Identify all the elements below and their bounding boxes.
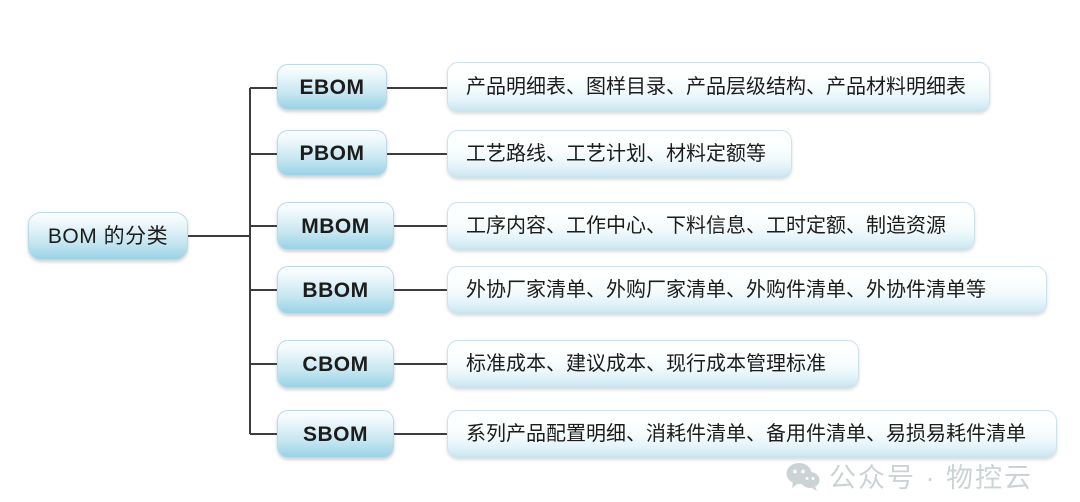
branch-node-label: MBOM <box>301 214 370 238</box>
branch-node-label: EBOM <box>299 75 365 99</box>
detail-node-label: 标准成本、建议成本、现行成本管理标准 <box>466 353 826 375</box>
root-node-bom-classification[interactable]: BOM 的分类 <box>28 212 188 260</box>
watermark: 公众号 · 物控云 <box>786 456 1033 495</box>
branch-node-ebom[interactable]: EBOM <box>277 64 387 110</box>
branch-node-mbom[interactable]: MBOM <box>277 202 394 250</box>
branch-node-label: CBOM <box>302 352 369 376</box>
branch-node-cbom[interactable]: CBOM <box>277 340 394 388</box>
detail-node-ebom[interactable]: 产品明细表、图样目录、产品层级结构、产品材料明细表 <box>447 62 990 112</box>
watermark-text: 公众号 · 物控云 <box>829 463 1033 493</box>
root-node-label: BOM 的分类 <box>47 224 169 248</box>
detail-node-mbom[interactable]: 工序内容、工作中心、下料信息、工时定额、制造资源 <box>447 202 975 250</box>
detail-node-label: 外协厂家清单、外购厂家清单、外购件清单、外协件清单等 <box>466 279 986 301</box>
detail-node-cbom[interactable]: 标准成本、建议成本、现行成本管理标准 <box>447 340 859 388</box>
branch-node-bbom[interactable]: BBOM <box>277 266 394 314</box>
detail-node-label: 系列产品配置明细、消耗件清单、备用件清单、易损易耗件清单 <box>466 423 1026 445</box>
detail-node-label: 工序内容、工作中心、下料信息、工时定额、制造资源 <box>466 215 946 237</box>
branch-node-pbom[interactable]: PBOM <box>277 130 387 176</box>
detail-node-label: 工艺路线、工艺计划、材料定额等 <box>466 143 766 165</box>
branch-node-sbom[interactable]: SBOM <box>277 410 394 458</box>
wechat-icon <box>786 461 820 491</box>
branch-node-label: PBOM <box>299 141 365 165</box>
detail-node-bbom[interactable]: 外协厂家清单、外购厂家清单、外购件清单、外协件清单等 <box>447 266 1047 314</box>
branch-node-label: BBOM <box>302 278 369 302</box>
detail-node-pbom[interactable]: 工艺路线、工艺计划、材料定额等 <box>447 130 792 178</box>
branch-node-label: SBOM <box>303 422 368 446</box>
detail-node-label: 产品明细表、图样目录、产品层级结构、产品材料明细表 <box>466 76 966 98</box>
detail-node-sbom[interactable]: 系列产品配置明细、消耗件清单、备用件清单、易损易耗件清单 <box>447 410 1057 458</box>
